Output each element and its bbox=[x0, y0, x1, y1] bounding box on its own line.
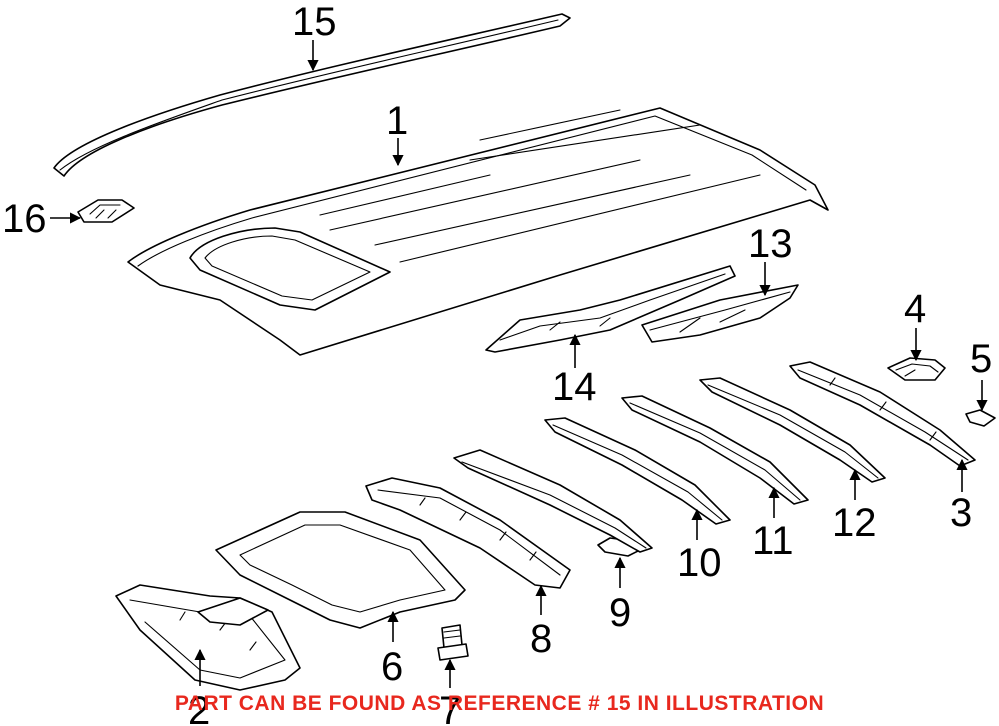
callout-16: 16 bbox=[2, 197, 47, 241]
part-8-front-bow bbox=[453, 449, 653, 553]
leader-lines bbox=[50, 40, 988, 688]
part-6-center-bow bbox=[365, 477, 571, 589]
part-1-roof-panel bbox=[127, 107, 829, 356]
callout-4: 4 bbox=[904, 287, 926, 331]
callout-12: 12 bbox=[832, 501, 877, 545]
callout-7: 7 bbox=[439, 689, 461, 726]
callout-10: 10 bbox=[677, 541, 722, 585]
part-4-clip bbox=[887, 357, 946, 381]
part-11-roof-bow bbox=[621, 395, 809, 505]
callout-13: 13 bbox=[748, 222, 793, 266]
part-7-bolt bbox=[437, 624, 469, 661]
part-14-front-header bbox=[485, 265, 736, 353]
callout-2: 2 bbox=[188, 689, 210, 726]
callout-9: 9 bbox=[609, 591, 631, 635]
callout-14: 14 bbox=[552, 365, 597, 409]
callout-3: 3 bbox=[950, 491, 972, 535]
part-16-bracket bbox=[77, 199, 135, 223]
part-10-roof-bow bbox=[544, 417, 731, 525]
part-13-reinforcement bbox=[641, 284, 799, 343]
reference-note: PART CAN BE FOUND AS REFERENCE # 15 IN I… bbox=[174, 692, 825, 715]
callout-11: 11 bbox=[752, 519, 794, 563]
sunroof-frame bbox=[215, 511, 466, 629]
part-12-roof-bow bbox=[699, 377, 886, 483]
part-5-pad bbox=[965, 409, 996, 427]
callout-1: 1 bbox=[386, 99, 408, 143]
callout-8: 8 bbox=[530, 617, 552, 661]
part-2-front-reinforcement bbox=[115, 584, 301, 691]
part-15-roof-molding bbox=[53, 13, 571, 177]
callout-5: 5 bbox=[970, 337, 992, 381]
part-3-rear-header bbox=[789, 361, 976, 467]
callout-15: 15 bbox=[292, 0, 337, 44]
callout-6: 6 bbox=[381, 645, 403, 689]
